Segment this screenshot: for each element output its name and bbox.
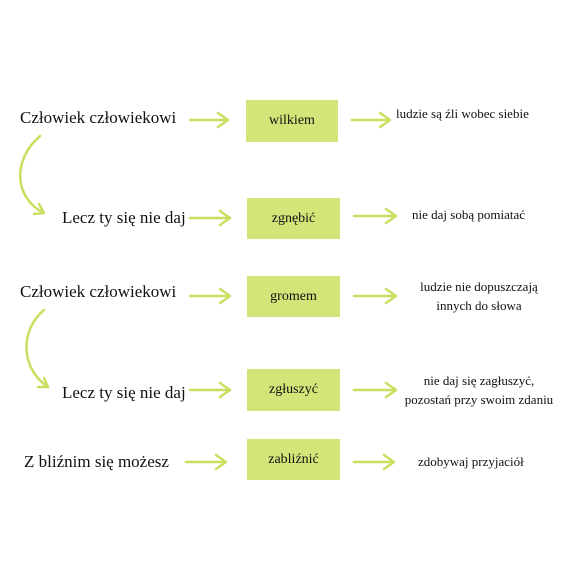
phrase-row4: Lecz ty się nie daj (62, 383, 186, 402)
phrase-row1: Człowiek człowiekowi (20, 108, 177, 127)
keyword-box-row4: zgłuszyć (247, 369, 340, 411)
phrase-row5: Z bliźnim się możesz (24, 452, 169, 471)
arrow-row2-left (188, 209, 232, 227)
meaning-row3-line2: innych do słowa (436, 298, 522, 313)
arrow-row2-right (352, 207, 398, 225)
arrow-row4-right (352, 381, 398, 399)
meaning-row5: zdobywaj przyjaciół (418, 452, 524, 471)
curved-arrow-1 (18, 134, 46, 216)
meaning-row2: nie daj sobą pomiatać (412, 205, 525, 224)
meaning-row3-line1: ludzie nie dopuszczają (420, 279, 538, 294)
meaning-row1-line1: ludzie są źli wobec siebie (396, 106, 529, 121)
keyword-box-row3: gromem (247, 276, 340, 317)
meaning-row3: ludzie nie dopuszczają innych do słowa (404, 277, 554, 315)
arrow-row5-right (352, 453, 396, 471)
arrow-row3-right (352, 287, 398, 305)
meaning-row2-line1: nie daj sobą pomiatać (412, 207, 525, 222)
arrow-row3-left (188, 287, 232, 305)
meaning-row4-line1: nie daj się zagłuszyć, (423, 373, 535, 388)
arrow-row1-right (350, 111, 392, 129)
curved-arrow-2 (25, 308, 50, 389)
arrow-row5-left (184, 453, 228, 471)
meaning-row5-line1: zdobywaj przyjaciół (418, 454, 524, 469)
phrase-row3: Człowiek człowiekowi (20, 282, 177, 301)
keyword-box-row2: zgnębić (247, 198, 340, 239)
keyword-box-row5: zabliźnić (247, 439, 340, 480)
arrow-row4-left (188, 381, 232, 399)
meaning-row4-line2: pozostań przy swoim zdaniu (404, 392, 554, 407)
phrase-row2: Lecz ty się nie daj (62, 208, 186, 227)
meaning-row1: ludzie są źli wobec siebie (396, 104, 529, 123)
meaning-row4: nie daj się zagłuszyć, pozostań przy swo… (396, 371, 562, 409)
arrow-row1-left (188, 111, 230, 129)
keyword-box-row1: wilkiem (246, 100, 338, 142)
